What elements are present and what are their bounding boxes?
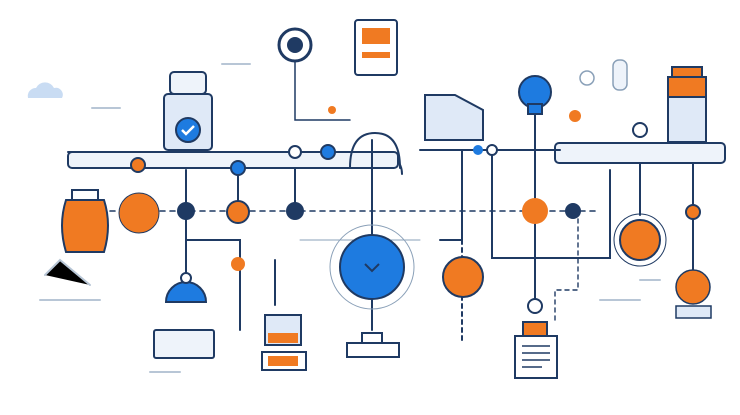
diagram-shape xyxy=(268,333,298,343)
diagram-shape xyxy=(294,44,351,121)
battery-icon xyxy=(261,314,307,371)
diagram-shape xyxy=(286,202,304,220)
diagram-shape xyxy=(486,144,498,156)
diagram-shape xyxy=(185,210,241,331)
diagram-shape xyxy=(226,200,250,224)
diagram-shape xyxy=(685,204,701,220)
checkmark-machine xyxy=(163,71,213,151)
cloud-icon xyxy=(27,82,63,98)
diagram-shape xyxy=(565,203,581,219)
diagram-shape xyxy=(39,63,661,373)
diagram-shape xyxy=(362,28,390,44)
diagram-shape xyxy=(522,321,548,337)
connector-block xyxy=(346,342,400,358)
diagram-shape xyxy=(180,272,192,284)
diagram-shape xyxy=(579,70,595,86)
orange-node xyxy=(118,192,160,234)
diagram-shape xyxy=(527,103,543,115)
diagram-shape xyxy=(554,210,579,321)
diagram-shape xyxy=(439,149,463,241)
diagram-shape xyxy=(67,44,726,341)
pipe-elbow xyxy=(349,131,401,169)
thermometer-icon xyxy=(612,59,628,91)
diagram-shape xyxy=(181,125,195,136)
diagram-shape xyxy=(287,37,303,53)
diagram-shape xyxy=(613,213,667,267)
gauge-orange xyxy=(442,256,484,298)
lightbulb-icon xyxy=(518,75,552,115)
diagram-shape xyxy=(514,335,558,379)
diagram-shape xyxy=(675,305,712,319)
diagram-shape xyxy=(231,257,245,271)
diagram-shape xyxy=(177,202,195,220)
diagram-shape xyxy=(268,356,298,366)
diagram-shape xyxy=(522,198,548,224)
gear-icon xyxy=(619,219,661,261)
diagram-shape xyxy=(339,234,405,300)
diagram-shape xyxy=(569,110,581,122)
valve-dome xyxy=(164,281,208,303)
diagram-shape xyxy=(527,298,543,314)
monitor-icon xyxy=(153,329,215,359)
diagram-shape xyxy=(169,71,207,95)
diagram-shape xyxy=(671,66,703,78)
diagram-shape xyxy=(71,189,99,201)
control-panel xyxy=(354,19,398,76)
diagram-shape xyxy=(44,258,91,286)
right-pipe xyxy=(554,142,726,164)
diagram-shape xyxy=(491,149,611,259)
diagram-shape xyxy=(329,224,415,310)
barrel-icon xyxy=(61,189,109,253)
diagram-shape xyxy=(361,332,383,343)
tank-icon xyxy=(667,66,707,143)
diagram-shape xyxy=(320,144,336,160)
document-icon xyxy=(514,321,558,379)
diagram-shape xyxy=(632,122,648,138)
diagram-shape xyxy=(675,269,711,305)
diagram-shape xyxy=(362,52,390,58)
central-hub xyxy=(329,224,415,310)
diagram-shape xyxy=(288,145,302,159)
diagram-shape xyxy=(364,263,380,273)
diagram-shape xyxy=(667,96,707,143)
diagram-shape xyxy=(328,106,336,114)
valve-icon xyxy=(424,94,484,141)
diagram-shape xyxy=(230,160,246,176)
diagram-shape xyxy=(130,157,146,173)
checkmark-icon xyxy=(175,117,201,143)
diagram-shape xyxy=(473,145,483,155)
diagram-shape xyxy=(61,199,109,253)
diagram-shape xyxy=(667,76,707,98)
diagram-shape xyxy=(522,345,550,368)
